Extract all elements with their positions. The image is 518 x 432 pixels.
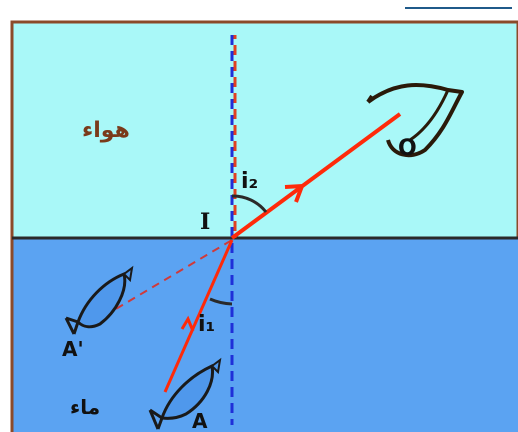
fish-image-label: A' — [62, 337, 84, 361]
water-label: ماء — [70, 395, 100, 419]
angle-arc-air — [231, 194, 268, 213]
air-label: هواء — [82, 118, 130, 143]
fish-real-label: A — [192, 409, 208, 432]
virtual-ray-extension — [103, 239, 233, 317]
angle-arc-water — [209, 297, 233, 306]
air-region — [10, 20, 518, 240]
incident-ray-arrow — [180, 315, 195, 332]
fish-image-icon — [64, 265, 134, 335]
incident-ray — [163, 239, 234, 393]
eye-label: O — [398, 136, 417, 161]
angle-air-label: i₂ — [241, 169, 258, 194]
refracted-ray — [230, 112, 402, 240]
water-region — [12, 238, 518, 432]
eye-icon — [366, 83, 464, 158]
angle-water-label: i₁ — [198, 312, 215, 337]
fish-icon — [148, 357, 222, 430]
refracted-ray-arrow — [284, 183, 305, 203]
incidence-point-label: I — [200, 209, 210, 235]
